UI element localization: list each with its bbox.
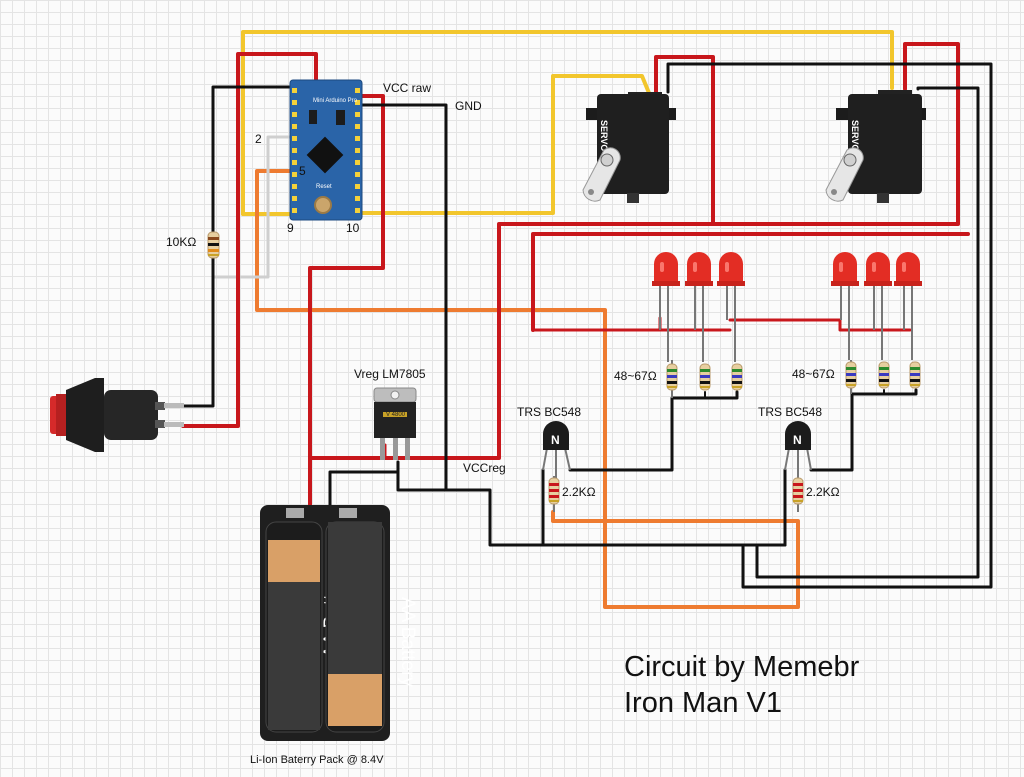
servo-1: SERVO (582, 92, 676, 203)
voltage-regulator: V 4800 (373, 387, 417, 460)
transistor-left: N (542, 421, 571, 478)
led-3 (717, 252, 745, 286)
transistor-left-mark: N (551, 433, 560, 447)
white-wire-pin2 (212, 135, 294, 279)
servo-1-label: SERVO (599, 120, 609, 151)
vreg-label: Vreg LM7805 (354, 367, 426, 381)
black-wire-servo2-gnd (755, 86, 980, 579)
servo-2-label: SERVO (850, 120, 860, 151)
reset-button (314, 196, 332, 214)
led-resistor-2 (699, 363, 711, 391)
yellow-wire-servo2 (241, 30, 894, 216)
yellow-wire-servo1 (298, 74, 651, 215)
led-1 (652, 252, 680, 286)
led-resistor-5 (878, 361, 890, 389)
led-resistor-4 (845, 360, 857, 394)
led-resistors (666, 360, 921, 398)
transistor-right: N (784, 421, 812, 478)
pin-5-label: 5 (299, 164, 306, 178)
black-wire-gnd-bus (444, 488, 787, 547)
battery-pack-label: Li-Ion Baterry Pack @ 8.4V (250, 754, 384, 766)
red-wire-vcc-raw (308, 55, 715, 460)
push-button-switch (50, 378, 184, 452)
led-6 (894, 252, 922, 286)
battery-pack: AA Battery AA Battery (260, 505, 418, 741)
black-wire-collector-left (568, 390, 739, 472)
credit-line-1: Circuit by Memebr (624, 651, 860, 683)
leds (652, 252, 922, 286)
led-group-right (840, 285, 913, 360)
orange-wire-pin5 (255, 169, 800, 609)
pin-10-label: 10 (346, 221, 360, 235)
black-wire-batt-gnd (328, 470, 400, 514)
pulldown-resistor-label: 10KΩ (166, 235, 196, 249)
board-name-label: Mini Arduino Pro (313, 98, 358, 104)
vcc-reg-label: VCCreg (463, 461, 506, 475)
board-reset-label: Reset (316, 184, 332, 190)
led-5 (864, 252, 892, 286)
led-resistor-6 (909, 361, 921, 389)
transistor-right-mark: N (793, 433, 802, 447)
base-resistor-right-label: 2.2KΩ (806, 485, 840, 499)
battery-cell-2: AA Battery (325, 521, 418, 733)
led-4 (831, 252, 859, 286)
led-resistors-right-label: 48~67Ω (792, 367, 835, 381)
red-wire-servo2-vcc (711, 42, 960, 226)
black-wire-collector-right (809, 388, 918, 472)
transistor-right-label: TRS BC548 (758, 405, 822, 419)
base-resistor-left-label: 2.2KΩ (562, 485, 596, 499)
regulator-marking: V 4800 (386, 412, 406, 418)
red-wire-led-bus2 (531, 316, 662, 332)
transistor-left-label: TRS BC548 (517, 405, 581, 419)
orange-wire-base-bus (551, 510, 800, 523)
base-resistor-left (548, 476, 560, 512)
pin-2-label: 2 (255, 132, 262, 146)
led-group-left (659, 285, 736, 362)
led-2 (685, 252, 713, 286)
led-resistor-1 (666, 360, 678, 398)
microcontroller-chip (306, 136, 344, 174)
battery-cell-2-label: AA Battery (397, 597, 418, 687)
black-wire-servo1-gnd (666, 62, 993, 589)
vcc-raw-label: VCC raw (383, 81, 431, 95)
resistor-10k (207, 231, 220, 259)
led-resistor-3 (731, 363, 743, 391)
pin-9-label: 9 (287, 221, 294, 235)
board-header-pins (292, 88, 360, 213)
gnd-label: GND (455, 99, 482, 113)
led-resistors-left-label: 48~67Ω (614, 369, 657, 383)
arduino-mini-board: Mini Arduino Pro Reset (289, 79, 363, 221)
credit-line-2: Iron Man V1 (624, 687, 782, 719)
red-wire-led-bus (531, 232, 970, 332)
servo-2: SERVO (825, 90, 926, 203)
base-resistor-right (792, 476, 804, 512)
red-wire-vcc-raw-switch (181, 52, 318, 428)
